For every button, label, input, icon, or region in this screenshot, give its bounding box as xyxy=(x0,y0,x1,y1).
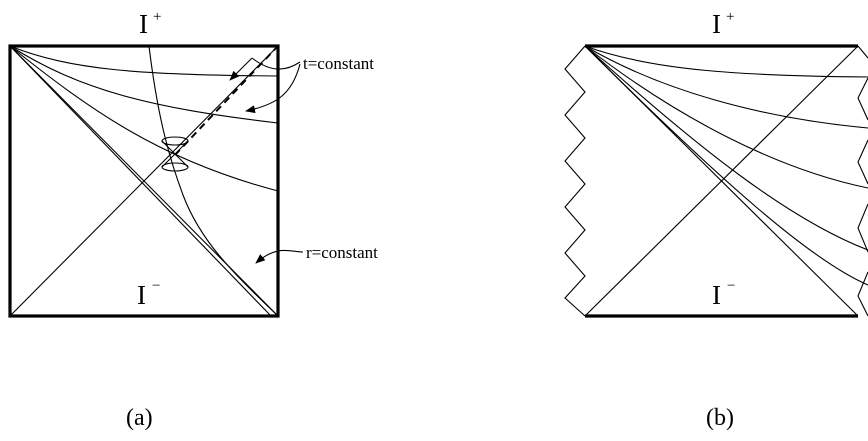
panel-a-diagonal-offset xyxy=(9,45,272,317)
panel-a-r-constant-curve xyxy=(148,45,279,317)
panel-a-t-constant-curve-1 xyxy=(9,45,279,77)
panel-a-caption: (a) xyxy=(126,405,153,431)
t-constant-leader-curve xyxy=(251,57,301,70)
panel-b: I + I − (b) xyxy=(564,9,868,431)
r-constant-arrow xyxy=(255,249,304,264)
t-constant-arrow-2 xyxy=(245,63,301,114)
panel-a-t-constant-curve-2 xyxy=(9,45,279,124)
panel-b-caption: (b) xyxy=(706,405,734,431)
panel-b-curve-2 xyxy=(584,45,868,129)
light-cone-edge-2 xyxy=(161,140,189,168)
panel-a-diagonal-cross xyxy=(9,45,279,317)
panel-a-frame xyxy=(8,44,280,318)
panel-a-bottom-label: I xyxy=(137,280,146,310)
panel-b-right-singularity-lower xyxy=(857,77,868,121)
panel-b-bottom-label: I xyxy=(712,280,721,310)
panel-a: I + I − t=constant r=constant (a) xyxy=(8,9,378,431)
panel-b-curve-4 xyxy=(584,45,868,251)
panel-b-top-label: I xyxy=(712,9,721,39)
panel-b-curve-1 xyxy=(584,45,868,78)
panel-a-bottom-sup: − xyxy=(152,278,160,294)
panel-b-curve-5 xyxy=(584,45,868,286)
panel-b-top-sup: + xyxy=(726,9,734,25)
panel-b-right-singularity-bottom xyxy=(857,271,868,317)
light-cone-bottom-ellipse xyxy=(161,162,189,172)
panel-a-top-sup: + xyxy=(153,9,161,25)
panel-a-top-label: I xyxy=(139,9,148,39)
panel-b-bottom-sup: − xyxy=(727,278,735,294)
r-constant-label: r=constant xyxy=(306,243,378,262)
panel-b-right-singularity-low xyxy=(857,203,868,253)
t-constant-label: t=constant xyxy=(303,54,374,73)
panel-b-right-singularity xyxy=(857,45,868,59)
panel-a-t-constant-curve-3 xyxy=(9,45,279,192)
panel-a-dashed-horizon xyxy=(174,47,277,156)
t-constant-arrow-1 xyxy=(229,57,253,81)
panel-b-curve-3 xyxy=(584,45,868,189)
panel-b-left-singularity xyxy=(564,45,586,317)
panel-b-diagonal-cross xyxy=(584,45,859,317)
panel-b-right-singularity-mid xyxy=(857,139,868,185)
